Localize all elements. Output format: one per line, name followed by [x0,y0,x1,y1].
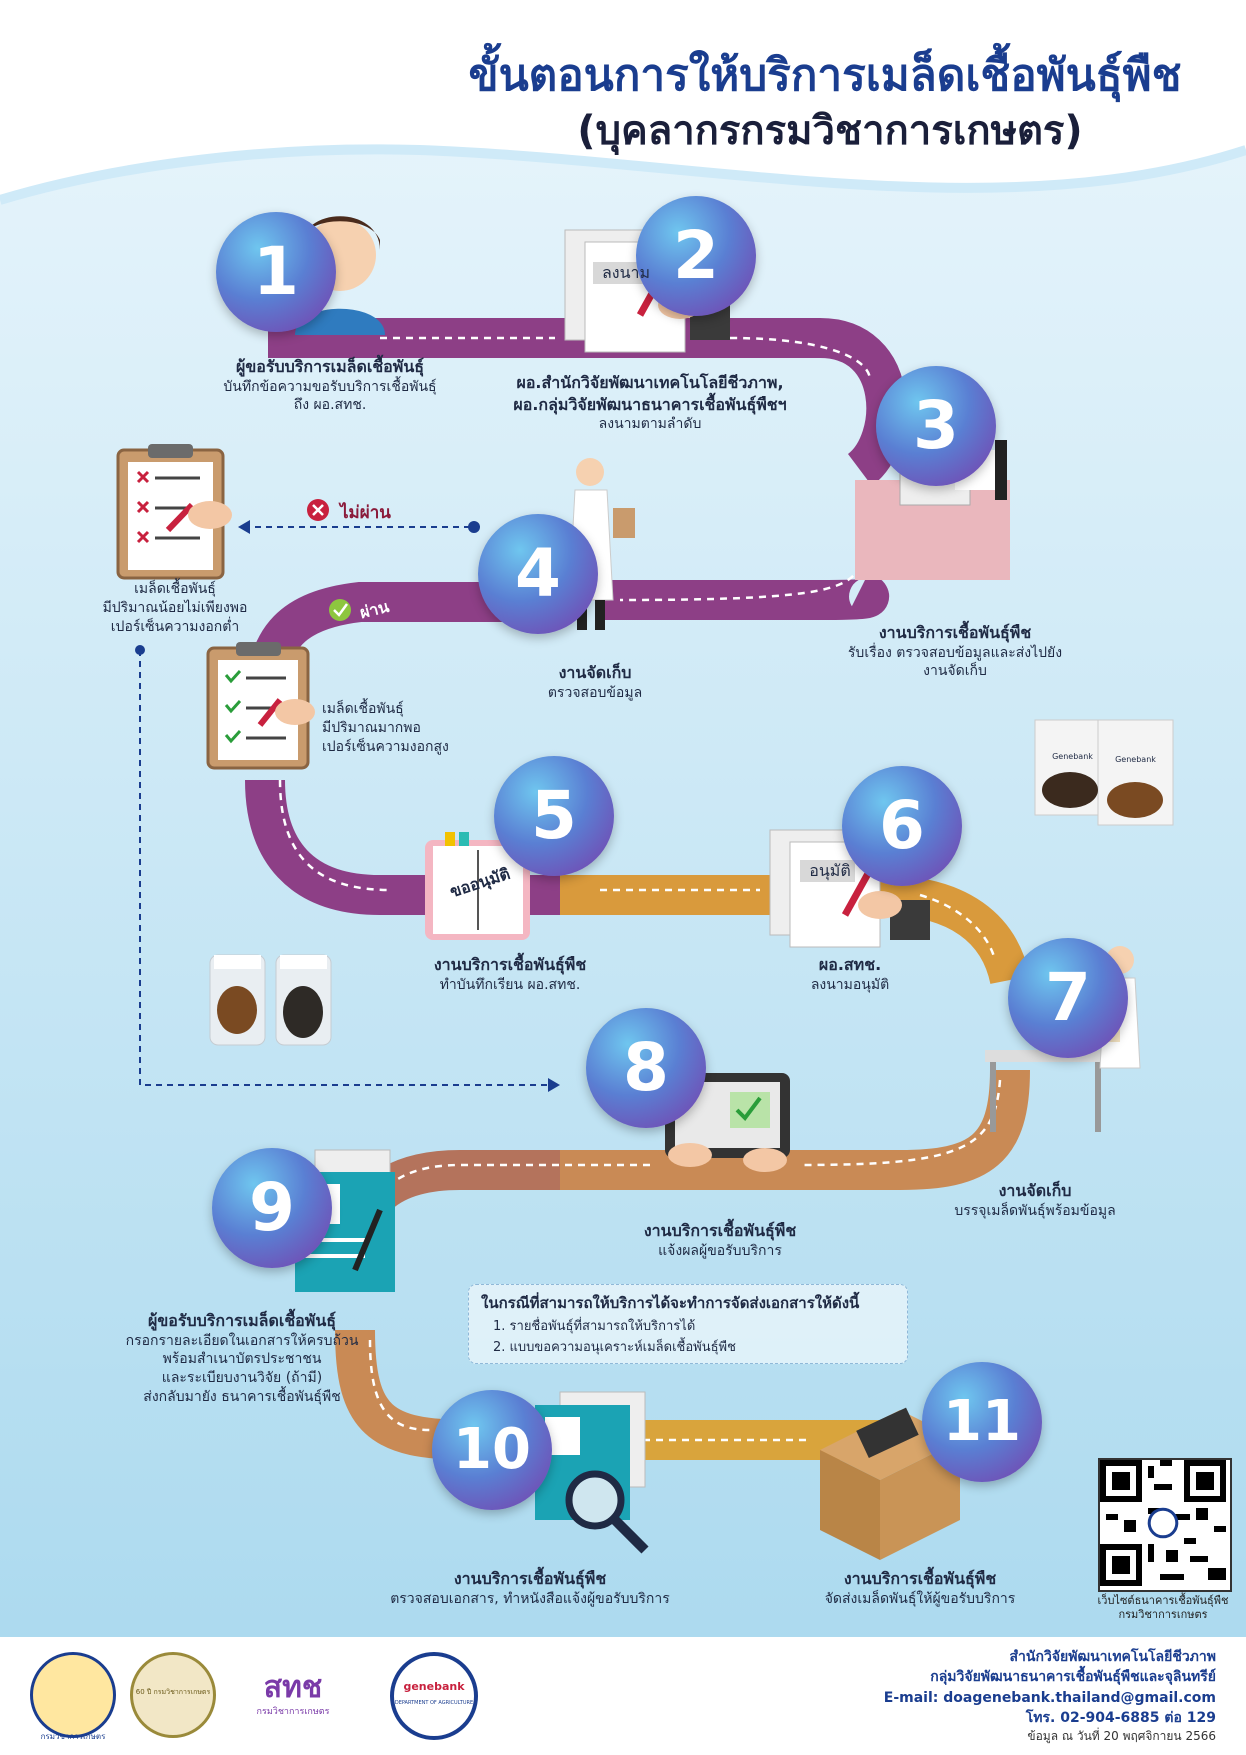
packet-label-1: Genebank [1052,752,1093,761]
delivery-note-box: ในกรณีที่สามารถให้บริการได้จะทำการจัดส่ง… [468,1284,908,1364]
road-pass-5 [245,779,560,915]
footer-contact: สำนักวิจัยพัฒนาเทคโนโลยีชีวภาพ กลุ่มวิจั… [883,1649,1216,1744]
step-11-caption: งานบริการเชื้อพันธุ์พืช จัดส่งเมล็ดพันธุ… [824,1569,1016,1607]
fail-label: ไม่ผ่าน [340,503,391,523]
page-title: ขั้นตอนการให้บริการเมล็ดเชื้อพันธุ์พืช [468,50,1182,101]
doc-label-approved: อนุมัติ [809,861,851,880]
fail-caption: เมล็ดเชื้อพันธุ์ มีปริมาณน้อยไม่เพียงพอ … [102,581,248,635]
clipboard-pass-icon [206,642,315,770]
page-subtitle: (บุคลากรกรมวิชาการเกษตร) [577,108,1083,154]
step-5-caption: งานบริการเชื้อพันธุ์พืช ทำบันทึกเรียน ผอ… [433,955,587,993]
footer-phone: โทร. 02-904-6885 ต่อ 129 [1025,1709,1216,1726]
document-approve-icon [769,829,930,948]
genebank-logo: genebank DEPARTMENT OF AGRICULTURE [390,1652,478,1740]
step-4-badge: 4 [478,514,598,634]
step-9-badge: 9 [212,1148,332,1268]
doa-seal-logo: กรมวิชาการเกษตร [30,1652,116,1741]
clipboard-fail-icon [116,444,232,580]
step-6-caption: ผอ.สทช. ลงนามอนุมัติ [810,955,890,993]
footer-email[interactable]: E-mail: doagenebank.thailand@gmail.com [883,1689,1216,1706]
step-10-badge: 10 [432,1390,552,1510]
pass-caption: เมล็ดเชื้อพันธุ์ มีปริมาณมากพอ เปอร์เซ็น… [322,701,449,755]
seed-packets-icon [1034,719,1174,826]
step-5-badge: 5 [494,756,614,876]
step-8-badge: 8 [586,1008,706,1128]
road-7-8 [560,1069,1030,1190]
step-11-badge: 11 [922,1362,1042,1482]
seed-jars-icon [209,954,332,1046]
btdc-logo: สทช กรมวิชาการเกษตร [238,1652,348,1732]
note-item-1: 1. รายชื่อพันธุ์ที่สามารถให้บริการได้ [493,1319,696,1334]
step-9-caption: ผู้ขอรับบริการเมล็ดเชื้อพันธุ์ กรอกรายละ… [125,1311,359,1406]
road-step3-4 [600,572,890,620]
step-1-caption: ผู้ขอรับบริการเมล็ดเชื้อพันธุ์ บันทึกข้อ… [223,357,437,414]
doc-label-sign: ลงนาม [601,263,651,282]
road-step1-3 [268,318,907,486]
step-3-badge: 3 [876,366,996,486]
step-7-caption: งานจัดเก็บ บรรจุเมล็ดพันธุ์พร้อมข้อมูล [954,1181,1116,1219]
step-2-caption: ผอ.สำนักวิจัยพัฒนาเทคโนโลยีชีวภาพ, ผอ.กล… [513,373,787,433]
document-search-icon [535,1391,649,1554]
note-heading: ในกรณีที่สามารถให้บริการได้จะทำการจัดส่ง… [481,1294,860,1312]
qr-pattern-icon [1100,1460,1226,1586]
notebook-icon [425,832,530,940]
packet-label-2: Genebank [1115,755,1156,764]
step-8-caption: งานบริการเชื้อพันธุ์พืช แจ้งผลผู้ขอรับบร… [643,1221,797,1259]
qr-caption: เว็บไซต์ธนาคารเชื้อพันธุ์พืช กรมวิชาการเ… [1097,1594,1229,1622]
note-item-2: 2. แบบขอความอนุเคราะห์เมล็ดเชื้อพันธุ์พื… [493,1340,736,1355]
step-7-badge: 7 [1008,938,1128,1058]
step-2-badge: 2 [636,196,756,316]
step-3-caption: งานบริการเชื้อพันธุ์พืช รับเรื่อง ตรวจสอ… [847,623,1063,680]
step-6-badge: 6 [842,766,962,886]
step-1-badge: 1 [216,212,336,332]
website-qr-code[interactable] [1098,1458,1232,1592]
step-10-caption: งานบริการเชื้อพันธุ์พืช ตรวจสอบเอกสาร, ท… [390,1569,670,1607]
step-4-caption: งานจัดเก็บ ตรวจสอบข้อมูล [547,663,643,701]
doa-60-years-logo: 60 ปี กรมวิชาการเกษตร [130,1652,216,1738]
